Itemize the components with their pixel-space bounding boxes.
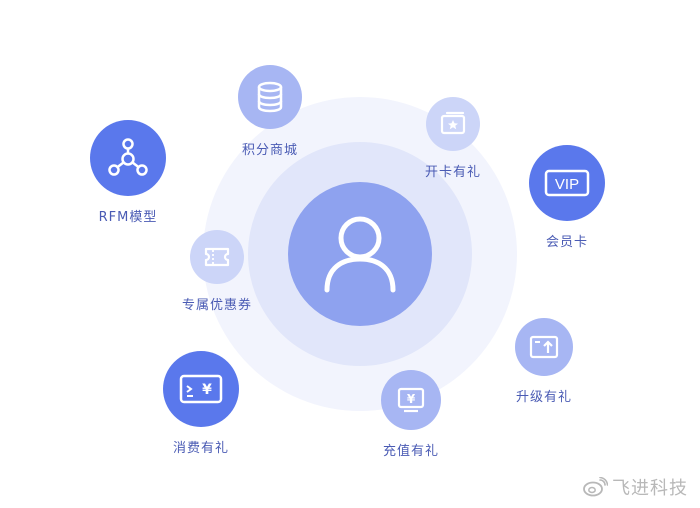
watermark-text: 飞进科技 (612, 478, 688, 499)
coupon-circle (190, 230, 244, 284)
card-star-icon (440, 111, 466, 135)
ticket-icon (204, 247, 230, 267)
coupon-label: 专属优惠券 (181, 298, 252, 313)
member-card-label: 会员卡 (545, 235, 588, 250)
yen-card-icon: ¥ (179, 374, 223, 404)
node-points-mall[interactable]: 积分商城 (215, 65, 325, 158)
node-rfm-model[interactable]: RFM模型 (73, 120, 183, 225)
upgrade-gift-label: 升级有礼 (515, 390, 572, 405)
points-mall-label: 积分商城 (241, 143, 298, 158)
user-icon (324, 216, 396, 293)
watermark: 飞进科技 (582, 474, 688, 500)
rfm-model-circle (90, 120, 166, 196)
weibo-icon (583, 477, 608, 497)
network-icon (108, 138, 148, 176)
card-gift-label: 开卡有礼 (424, 165, 481, 180)
upgrade-gift-circle (515, 318, 573, 376)
spend-gift-label: 消费有礼 (172, 441, 229, 456)
svg-text:¥: ¥ (407, 392, 416, 406)
database-icon (257, 81, 283, 113)
vip-icon: VIP (544, 169, 590, 197)
node-coupon[interactable]: 专属优惠券 (162, 230, 272, 313)
node-spend-gift[interactable]: ¥ 消费有礼 (146, 351, 256, 456)
yen-screen-icon: ¥ (397, 387, 425, 413)
points-mall-circle (238, 65, 302, 129)
node-recharge-gift[interactable]: ¥ 充值有礼 (356, 370, 466, 459)
card-gift-circle (426, 97, 480, 151)
node-member-card[interactable]: VIP 会员卡 (512, 145, 622, 250)
rfm-model-label: RFM模型 (98, 210, 158, 225)
spend-gift-circle: ¥ (163, 351, 239, 427)
node-card-gift[interactable]: 开卡有礼 (398, 97, 508, 180)
node-upgrade-gift[interactable]: 升级有礼 (489, 318, 599, 405)
recharge-gift-circle: ¥ (381, 370, 441, 430)
vip-text: VIP (555, 176, 579, 193)
member-card-circle: VIP (529, 145, 605, 221)
svg-text:¥: ¥ (202, 382, 212, 398)
center-user-circle (288, 182, 432, 326)
recharge-gift-label: 充值有礼 (382, 444, 439, 459)
upgrade-icon (529, 335, 559, 359)
